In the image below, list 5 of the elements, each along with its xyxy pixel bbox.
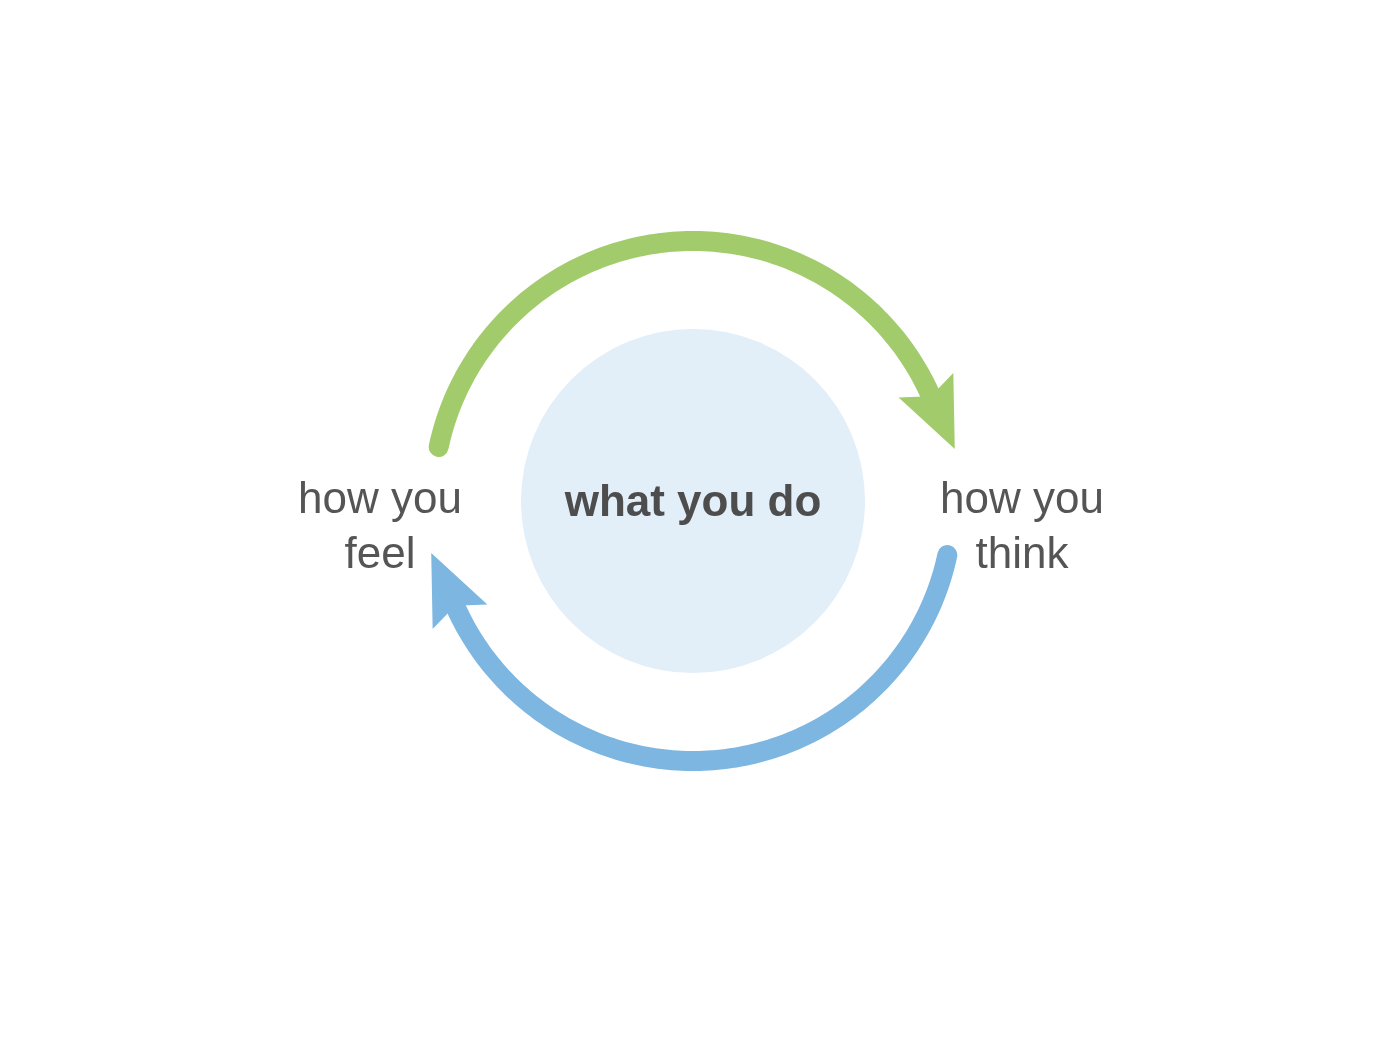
curved-arrow	[428, 231, 955, 457]
curved-arrow	[431, 545, 958, 771]
node-label: what you do	[564, 475, 822, 527]
node-label: how you think	[938, 470, 1106, 580]
node-label: how you feel	[296, 470, 464, 580]
